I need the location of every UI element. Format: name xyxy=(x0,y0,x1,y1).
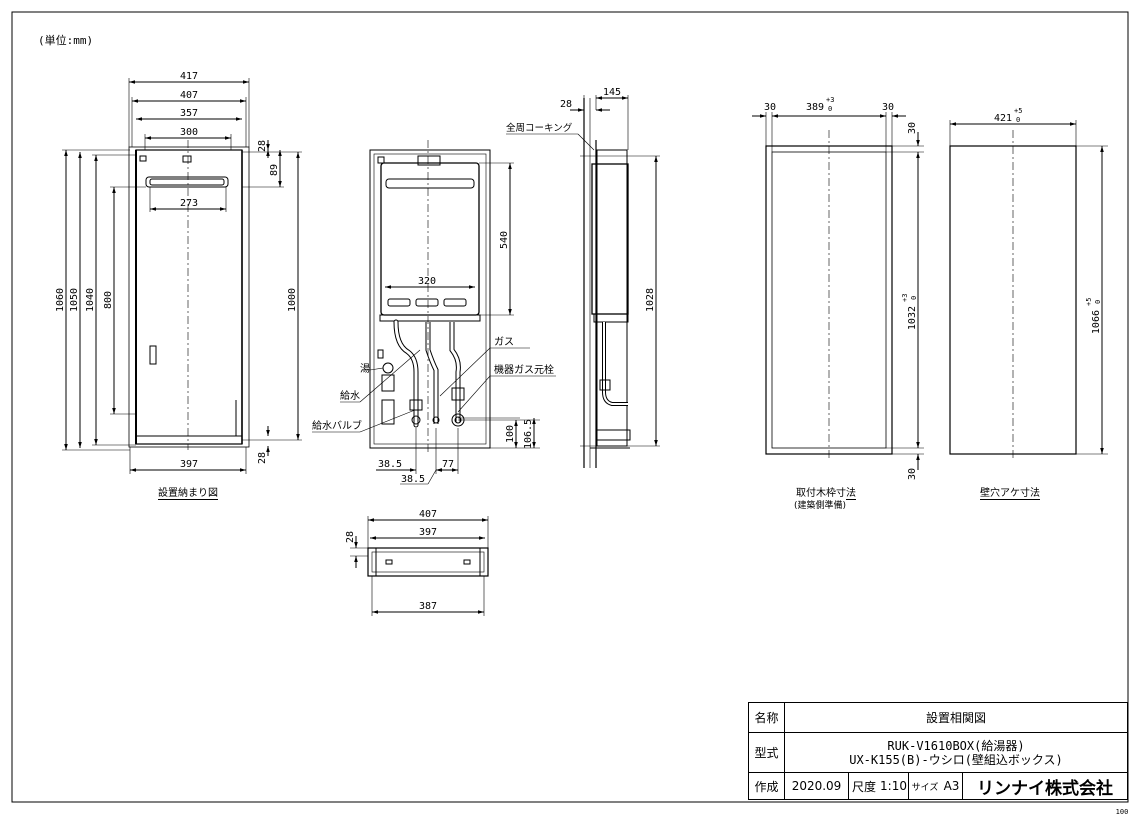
tol-hole-h-plus: +5 xyxy=(1085,298,1093,306)
scale-value: 1:10 xyxy=(879,773,909,799)
made-label: 作成 xyxy=(749,773,785,799)
hole-view xyxy=(949,120,1108,460)
top-view xyxy=(350,516,489,616)
dim-frame-30-bottom: 30 xyxy=(907,468,918,480)
label-gas-valve: 機器ガス元栓 xyxy=(494,363,554,376)
dim-side-1028: 1028 xyxy=(645,288,656,312)
dim-front-407: 407 xyxy=(180,90,198,101)
dim-front-1040: 1040 xyxy=(85,288,96,312)
dim-front-89: 89 xyxy=(269,164,280,176)
company-name: リンナイ株式会社 xyxy=(977,778,1113,799)
dim-internal-77: 77 xyxy=(442,459,454,470)
label-water-valve: 給水バルブ xyxy=(312,419,362,432)
title-block: 名称 設置相関図 型式 RUK-V1610BOX(給湯器) UX-K155(B)… xyxy=(748,702,1128,800)
dim-internal-106-5: 106.5 xyxy=(523,419,534,449)
title-row-model: 型式 RUK-V1610BOX(給湯器) UX-K155(B)-ウシロ(壁組込ボ… xyxy=(749,733,1127,773)
label-water-supply: 給水 xyxy=(340,389,360,402)
dim-front-28-bottom: 28 xyxy=(257,452,268,464)
title-row-name: 名称 設置相関図 xyxy=(749,703,1127,733)
size-value: A3 xyxy=(941,773,963,799)
model-line-1: RUK-V1610BOX(給湯器) xyxy=(887,738,1025,753)
scale-label: 尺度 xyxy=(851,779,876,794)
front-view xyxy=(62,78,302,474)
dim-front-1050: 1050 xyxy=(69,288,80,312)
dim-internal-100: 100 xyxy=(505,425,516,443)
tol-hole-h-zero: 0 xyxy=(1094,300,1102,304)
label-caulking: 全周コーキング xyxy=(506,122,573,134)
dim-internal-38-5-b: 38.5 xyxy=(401,474,425,485)
tol-hole-w-plus: +5 xyxy=(1014,107,1022,115)
dim-hole-421: 421 xyxy=(994,113,1012,124)
dim-top-387: 387 xyxy=(419,601,437,612)
frame-view xyxy=(752,112,924,470)
dim-top-397: 397 xyxy=(419,527,437,538)
dim-front-1000: 1000 xyxy=(287,288,298,312)
dim-side-145: 145 xyxy=(603,87,621,98)
date: 2020.09 xyxy=(785,773,849,799)
dim-front-1060: 1060 xyxy=(55,288,66,312)
page-number: 100 xyxy=(1116,808,1129,816)
unit-note: (単位:mm) xyxy=(38,33,93,47)
dim-front-300: 300 xyxy=(180,127,198,138)
dim-frame-30-top: 30 xyxy=(907,122,918,134)
side-view xyxy=(506,95,660,468)
dim-side-28: 28 xyxy=(560,99,572,110)
dim-front-28-top: 28 xyxy=(257,140,268,152)
tol-frame-h-plus: +3 xyxy=(901,294,909,302)
dim-frame-30-right: 30 xyxy=(882,102,894,113)
dim-frame-30-left: 30 xyxy=(764,102,776,113)
name-label: 名称 xyxy=(749,703,785,732)
drawing-name: 設置相関図 xyxy=(925,711,986,725)
dim-frame-389: 389 xyxy=(806,102,824,113)
dim-internal-38-5-a: 38.5 xyxy=(378,459,402,470)
tol-hole-w-zero: 0 xyxy=(1016,116,1020,124)
dim-top-407: 407 xyxy=(419,509,437,520)
dim-top-28: 28 xyxy=(345,531,356,543)
model-line-2: UX-K155(B)-ウシロ(壁組込ボックス) xyxy=(849,752,1063,767)
tol-frame-h-zero: 0 xyxy=(910,296,918,300)
dim-front-357: 357 xyxy=(180,108,198,119)
tol-frame-w-plus: +3 xyxy=(826,96,834,104)
size-label: サイズ xyxy=(911,782,939,793)
title-row-meta: 作成 2020.09 尺度 1:10 サイズ A3 リンナイ株式会社 xyxy=(749,773,1127,799)
dim-front-273: 273 xyxy=(180,198,198,209)
model-label: 型式 xyxy=(749,733,785,772)
internal-view xyxy=(312,140,556,485)
dim-frame-1032: 1032 xyxy=(907,306,918,330)
tol-frame-w-zero: 0 xyxy=(828,105,832,113)
caption-frame-sub: (建築側準備) xyxy=(794,498,847,511)
dim-internal-320: 320 xyxy=(418,276,436,287)
label-gas: ガス xyxy=(494,336,514,348)
dim-front-800: 800 xyxy=(103,291,114,309)
model-values: RUK-V1610BOX(給湯器) UX-K155(B)-ウシロ(壁組込ボックス… xyxy=(785,733,1127,772)
dim-front-397: 397 xyxy=(180,459,198,470)
dim-hole-1066: 1066 xyxy=(1091,310,1102,334)
dim-internal-540: 540 xyxy=(499,231,510,249)
dim-front-417: 417 xyxy=(180,71,198,82)
label-hot-water: 湯 xyxy=(360,362,370,375)
caption-front: 設置納まり図 xyxy=(158,484,218,500)
sheet-border xyxy=(11,11,1129,803)
caption-hole: 壁穴アケ寸法 xyxy=(980,484,1040,500)
